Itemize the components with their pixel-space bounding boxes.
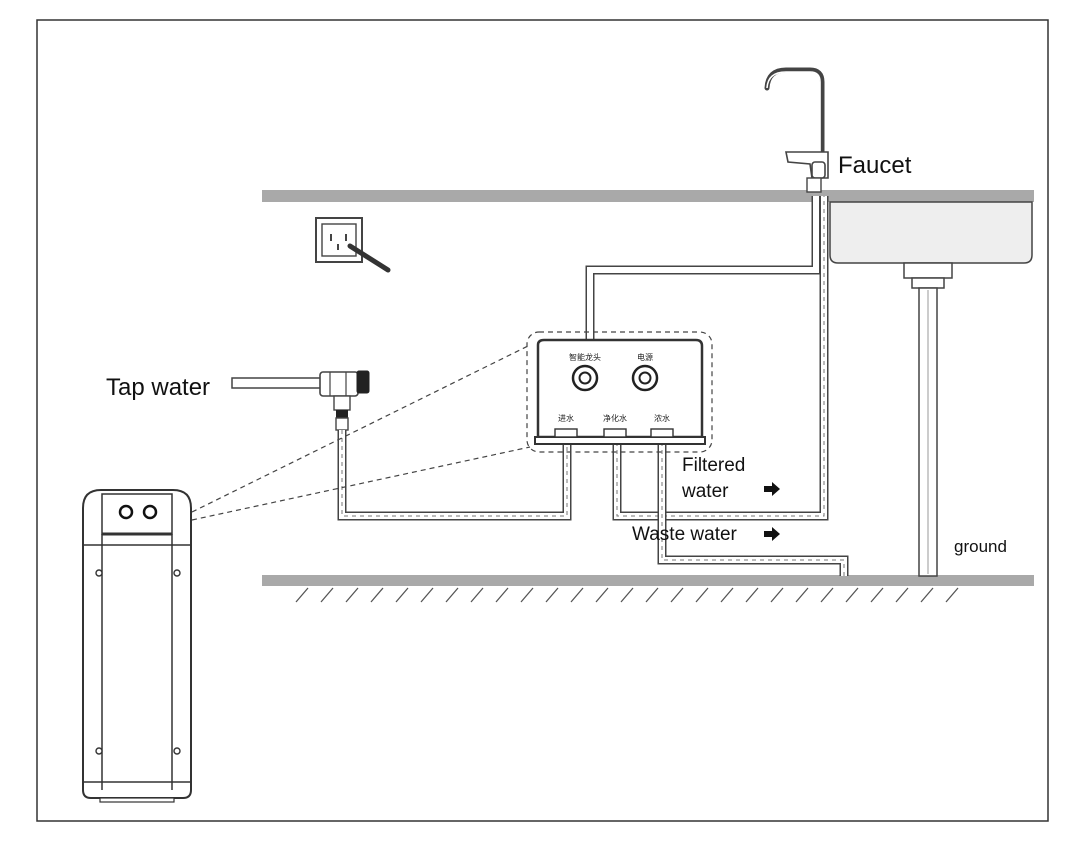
purifier-port-left: [118, 504, 134, 520]
panel-label-smart-faucet: 智能龙头: [569, 352, 601, 362]
faucet-icon: [764, 67, 825, 155]
angle-valve-icon: [319, 370, 370, 431]
concentrate-port: [650, 428, 674, 438]
ground-line: [262, 575, 1034, 586]
sink-drain-collar: [911, 277, 945, 289]
panel-label-inlet: 进水: [558, 413, 574, 423]
waste-water-label: Waste water: [632, 524, 737, 545]
panel-label-concentrate: 浓水: [654, 413, 670, 423]
faucet-stem: [806, 177, 822, 193]
sink-basin: [829, 201, 1033, 264]
connection-panel: [536, 338, 704, 439]
panel-label-purified-water: 净化水: [603, 413, 627, 423]
sink-drain-nut: [903, 262, 953, 279]
filtered-water-label-line2: water: [682, 481, 729, 502]
water-purifier-unit: [82, 489, 192, 803]
diagram-frame: [36, 19, 1049, 822]
ground-hatching: [295, 587, 959, 603]
purified-water-port: [603, 428, 627, 438]
tap-water-pipe: [231, 377, 323, 389]
purifier-port-right: [142, 504, 158, 520]
tap-water-label: Tap water: [106, 374, 211, 401]
smart-faucet-port-icon: [571, 364, 599, 392]
zoom-guide-lines: [191, 344, 531, 521]
faucet-handle: [811, 161, 826, 179]
wall-socket-icon: [315, 217, 391, 273]
waste-water-arrow-icon: [764, 527, 780, 541]
inlet-port: [554, 428, 578, 438]
faucet-label: Faucet: [838, 152, 912, 179]
ground-label: ground: [954, 537, 1007, 556]
inlet-hose: [337, 430, 572, 521]
filtered-water-label-line1: Filtered: [682, 455, 746, 476]
panel-label-power: 电源: [637, 352, 653, 362]
power-port-icon: [631, 364, 659, 392]
panel-dashed-outline: [526, 331, 713, 453]
filtered-water-arrow-icon: [764, 482, 780, 496]
countertop: [262, 190, 1034, 202]
